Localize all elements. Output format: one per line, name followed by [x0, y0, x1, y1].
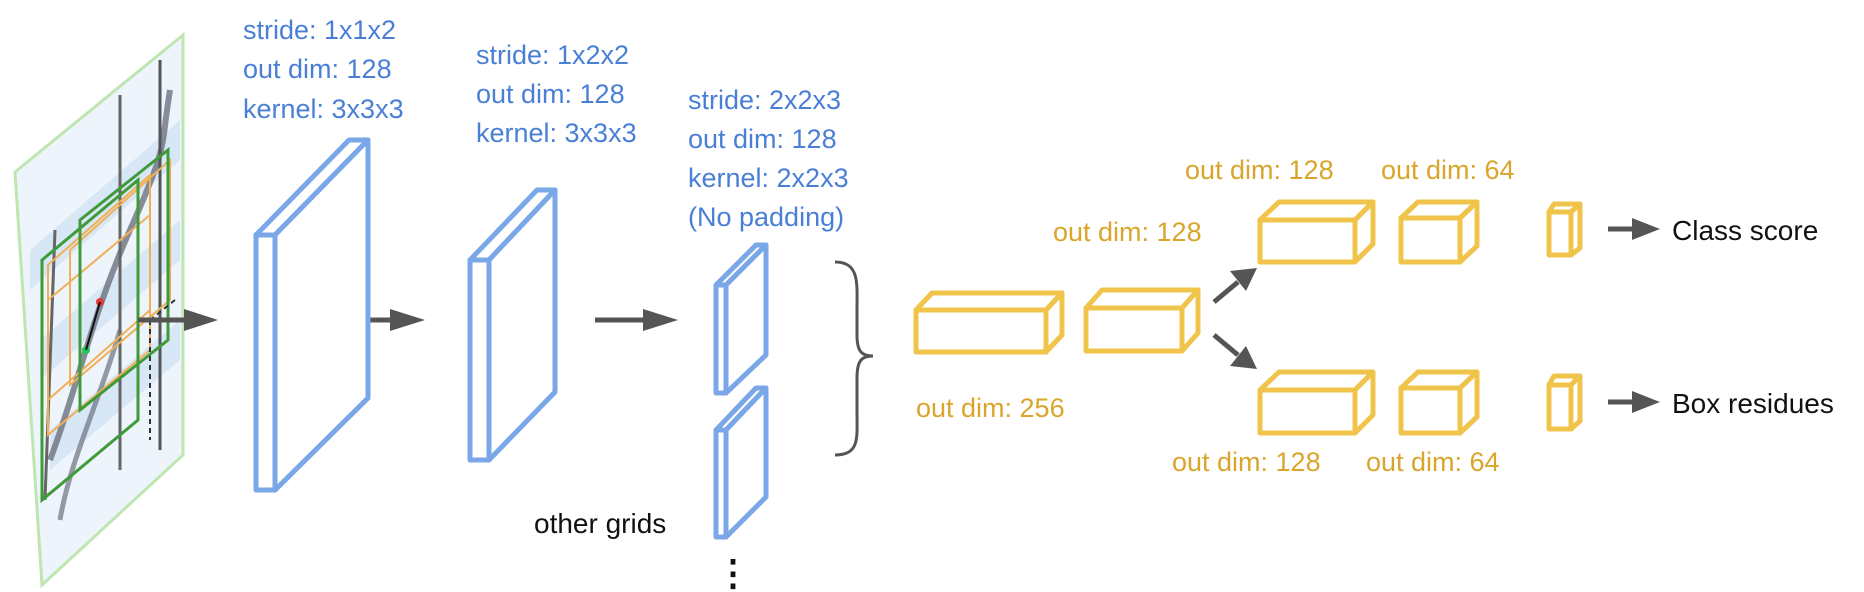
other-grids-label: other grids [534, 508, 666, 539]
bottom-branch-block-64 [1398, 369, 1480, 436]
conv-layer-2 [467, 187, 558, 463]
top-out-dim-128-label: out dim: 128 [1185, 155, 1334, 185]
other-grid-block [713, 385, 769, 540]
conv3-stride-label: stride: 2x2x3 [688, 85, 841, 115]
bottom-out-dim-128-label: out dim: 128 [1172, 447, 1321, 477]
arrow-conv2-to-conv3 [595, 309, 678, 331]
input-image [13, 31, 185, 589]
bottom-branch-output-block [1546, 373, 1583, 432]
conv2-kernel-label: kernel: 3x3x3 [476, 118, 637, 148]
arrow-split-down [1212, 333, 1257, 369]
top-out-dim-64-label: out dim: 64 [1381, 155, 1515, 185]
top-branch-output-block [1546, 201, 1583, 258]
conv1-out-dim-label: out dim: 128 [243, 54, 392, 84]
top-branch-block-128 [1257, 199, 1376, 265]
class-score-label: Class score [1672, 215, 1818, 246]
fc-out-dim-128-label: out dim: 128 [1053, 217, 1202, 247]
conv-layer-3 [713, 242, 769, 396]
conv3-out-dim-label: out dim: 128 [688, 124, 837, 154]
conv3-kernel-label: kernel: 2x2x3 [688, 163, 849, 193]
top-branch-block-64 [1398, 199, 1480, 265]
grid-brace [834, 260, 874, 457]
box-residues-label: Box residues [1672, 388, 1834, 419]
arrow-input-to-conv1 [138, 309, 218, 331]
fc-block-128 [1083, 287, 1201, 354]
conv1-stride-label: stride: 1x1x2 [243, 15, 396, 45]
fc-out-dim-256-label: out dim: 256 [916, 393, 1065, 423]
conv2-stride-label: stride: 1x2x2 [476, 40, 629, 70]
conv1-kernel-label: kernel: 3x3x3 [243, 94, 404, 124]
conv2-out-dim-label: out dim: 128 [476, 79, 625, 109]
bottom-out-dim-64-label: out dim: 64 [1366, 447, 1500, 477]
bottom-branch-block-128 [1257, 369, 1376, 436]
conv3-padding-note: (No padding) [688, 202, 844, 232]
conv-layer-1 [253, 137, 371, 493]
arrow-box-residues [1608, 391, 1660, 413]
arrow-class-score [1608, 218, 1660, 240]
fc-block-256 [913, 290, 1065, 355]
ellipsis-mark: ⋮ [715, 552, 751, 592]
arrow-split-up [1212, 268, 1257, 304]
